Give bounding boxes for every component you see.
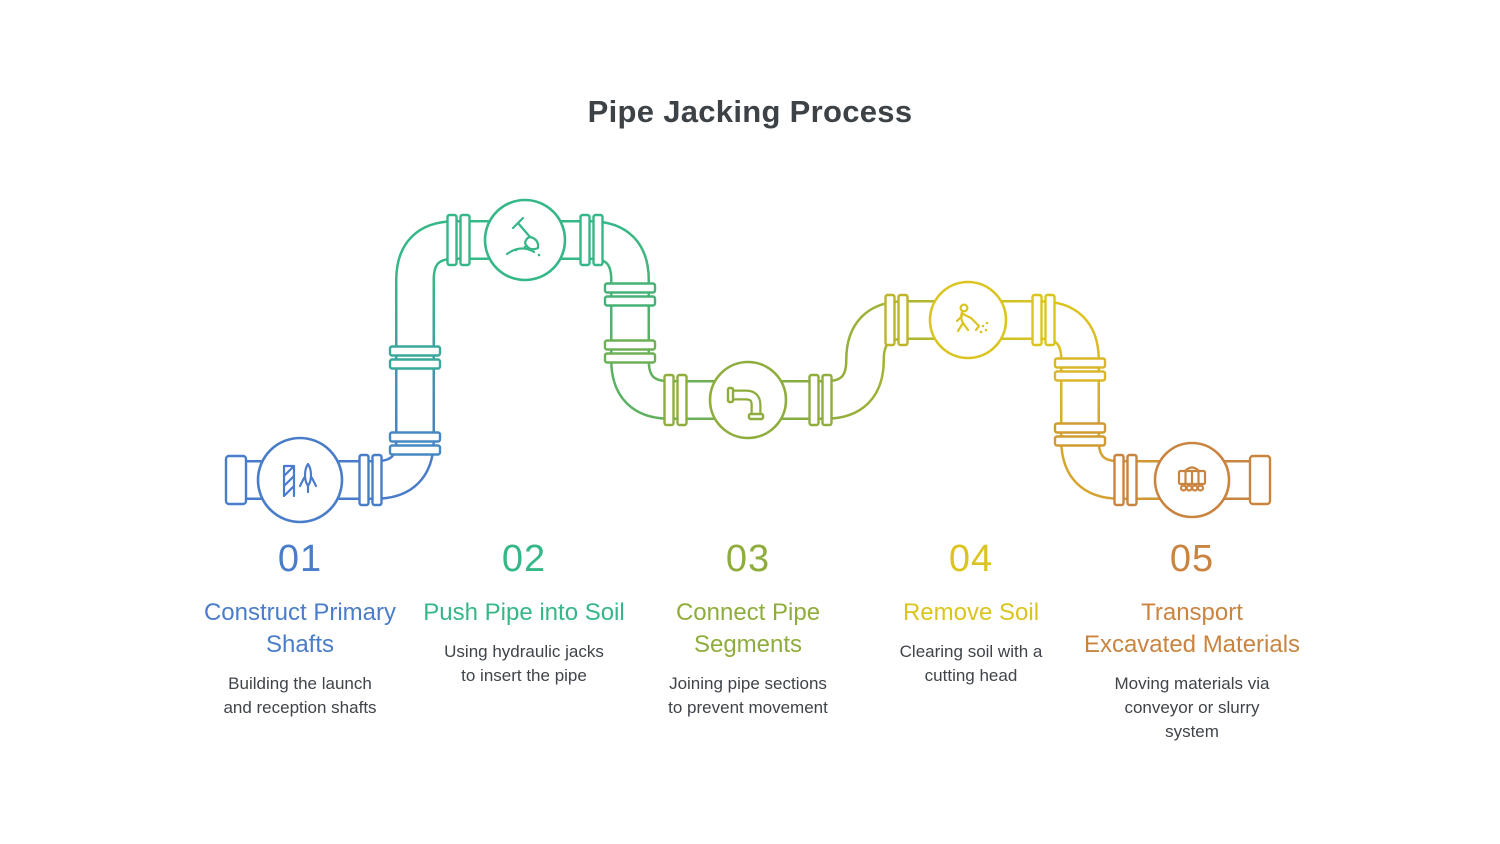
- step-4: 04 Remove Soil Clearing soil with a cutt…: [861, 538, 1081, 688]
- digging-person-icon: [955, 303, 989, 334]
- step-3-description: Joining pipe sections to prevent movemen…: [668, 673, 828, 717]
- mine-cart-icon: [1177, 466, 1207, 492]
- step-3: 03 Connect Pipe Segments Joining pipe se…: [638, 538, 858, 720]
- step-5-description: Moving materials via conveyor or slurry …: [1114, 673, 1270, 742]
- shovel-icon: [505, 216, 541, 257]
- step-5: 05 Transport Excavated Materials Moving …: [1082, 538, 1302, 744]
- pipe-elbow-icon: [726, 386, 765, 421]
- step-2-number: 02: [501, 538, 547, 580]
- step-2-title: Push Pipe into Soil: [423, 599, 625, 626]
- drill-rig-icon: [282, 462, 318, 498]
- step-1-node: [256, 436, 344, 524]
- step-4-title: Remove Soil: [902, 599, 1040, 626]
- step-5-number: 05: [1169, 538, 1215, 580]
- step-1-description: Building the launch and reception shafts: [223, 673, 377, 717]
- step-2: 02 Push Pipe into Soil Using hydraulic j…: [414, 538, 634, 688]
- pipe-flanges: [224, 213, 1272, 507]
- step-1-number: 01: [277, 538, 323, 580]
- step-4-description: Clearing soil with a cutting head: [899, 641, 1043, 686]
- step-1: 01 Construct Primary Shafts Building the…: [190, 538, 410, 720]
- step-3-number: 03: [725, 538, 771, 580]
- step-1-title: Construct Primary Shafts: [203, 599, 397, 658]
- page-title: Pipe Jacking Process: [587, 94, 913, 129]
- step-3-title: Connect Pipe Segments: [675, 599, 821, 658]
- step-2-description: Using hydraulic jacks to insert the pipe: [444, 641, 604, 686]
- step-4-node: [928, 280, 1008, 360]
- step-5-title: Transport Excavated Materials: [1083, 599, 1301, 658]
- pipe-path: [228, 220, 1268, 500]
- step-4-number: 04: [948, 538, 994, 580]
